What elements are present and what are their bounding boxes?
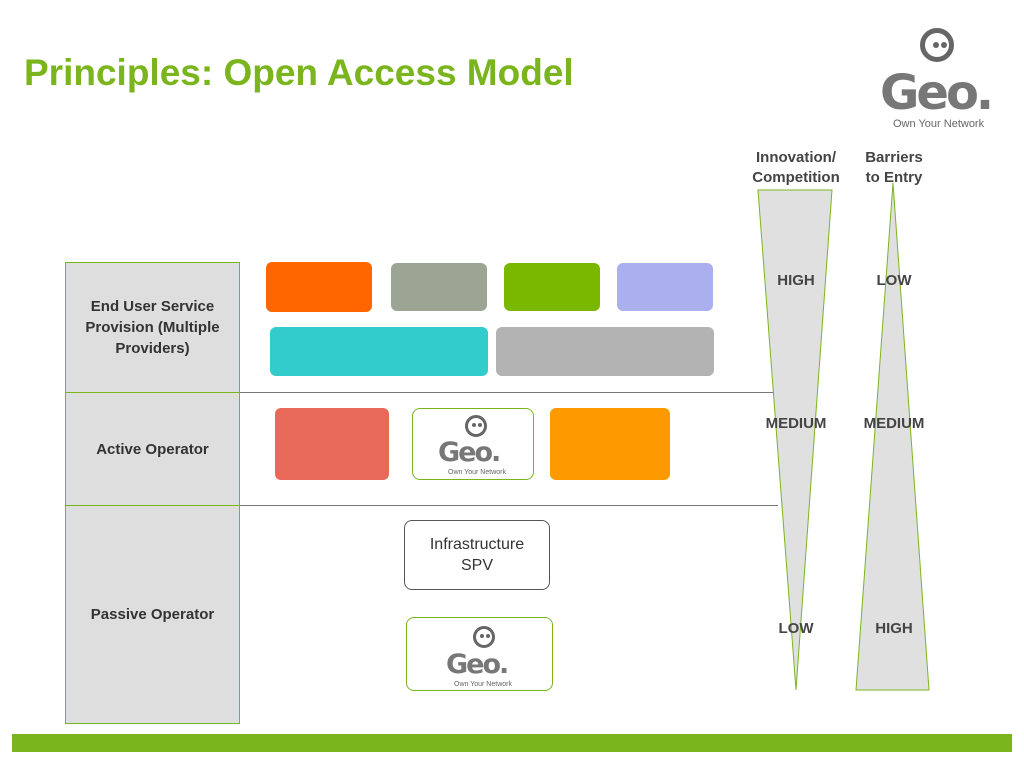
service-provider-block [617, 263, 713, 311]
service-provider-block [504, 263, 600, 311]
barriers-level-medium: MEDIUM [863, 415, 925, 432]
innovation-level-high: HIGH [777, 272, 815, 289]
footer-accent-bar [12, 734, 1012, 752]
logo-wordmark: Geo. [880, 65, 994, 121]
layer-label: Passive Operator [90, 606, 215, 623]
layer-divider [240, 505, 778, 506]
innovation-level-medium: MEDIUM [765, 415, 827, 432]
page-title: Principles: Open Access Model [24, 52, 574, 93]
logo-wordmark: Geo. [438, 437, 501, 468]
innovation-wedge [757, 189, 833, 691]
layer-divider [240, 392, 774, 393]
layer-active-operator: Active Operator [65, 392, 240, 506]
active-operator-block [550, 408, 670, 480]
layer-label: Active Operator [96, 440, 209, 458]
barriers-wedge [855, 182, 930, 691]
service-provider-block [266, 262, 372, 312]
smiley-face-icon [473, 626, 495, 648]
service-provider-block [391, 263, 487, 311]
service-provider-block [270, 327, 488, 376]
infrastructure-spv-label: Infrastructure SPV [429, 536, 525, 574]
logo-tagline: Own Your Network [448, 469, 506, 476]
logo-wordmark: Geo. [446, 649, 509, 680]
innovation-competition-header: Innovation/ Competition [752, 149, 840, 186]
layer-label: End User Service Provision (Multiple Pro… [85, 298, 220, 357]
active-operator-block [275, 408, 389, 480]
geo-active-operator-box: Geo. Own Your Network [412, 408, 534, 480]
smiley-face-icon [920, 28, 954, 62]
logo-tagline: Own Your Network [893, 118, 985, 130]
barriers-to-entry-header: Barriers to Entry [865, 149, 923, 186]
geo-passive-operator-box: Geo. Own Your Network [406, 617, 553, 691]
barriers-level-low: LOW [876, 272, 912, 289]
smiley-face-icon [465, 415, 487, 437]
layer-passive-operator: Passive Operator [65, 505, 240, 724]
service-provider-block [496, 327, 714, 376]
barriers-level-high: HIGH [875, 620, 913, 637]
infrastructure-spv-box: Infrastructure SPV [404, 520, 550, 590]
geo-logo: Geo. Own Your Network [876, 26, 996, 132]
logo-tagline: Own Your Network [454, 681, 512, 688]
innovation-level-low: LOW [778, 620, 814, 637]
